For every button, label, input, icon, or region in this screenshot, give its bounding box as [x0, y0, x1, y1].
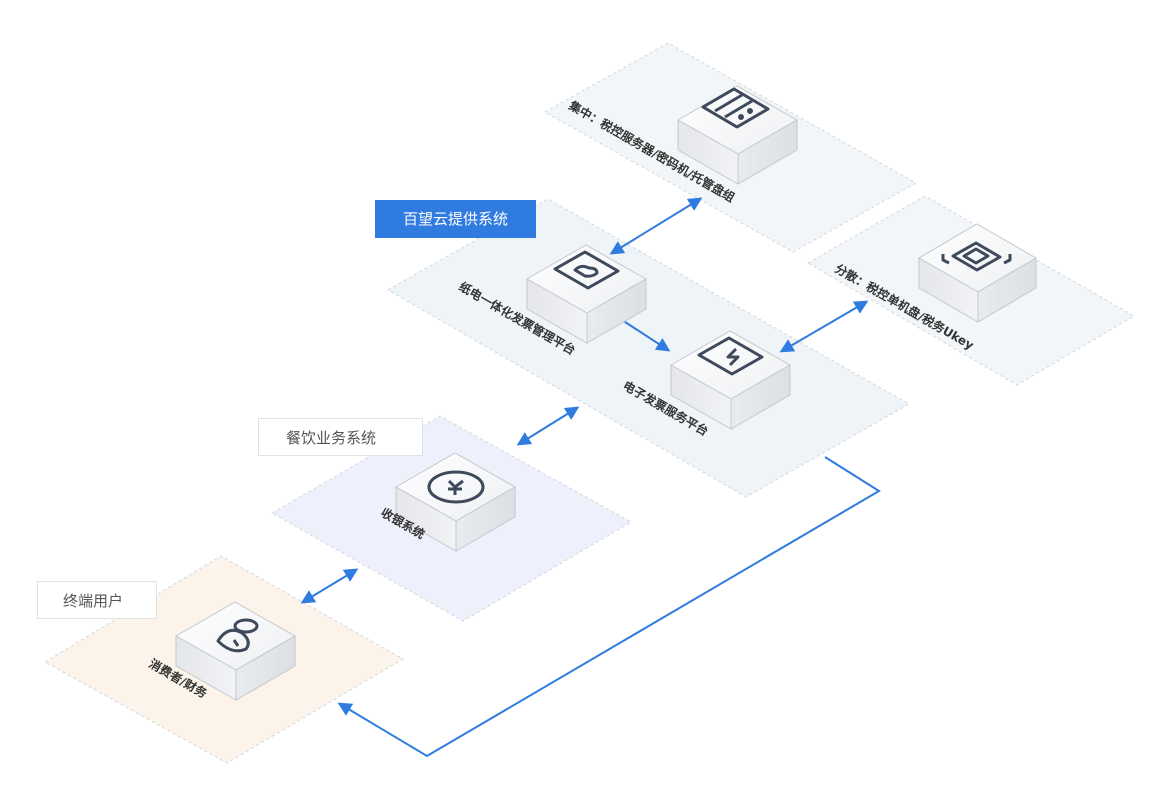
node-server	[676, 85, 799, 185]
node-cashier	[394, 452, 517, 552]
user-badge-icon	[216, 618, 259, 653]
arrow-paper-to-einvoice	[621, 319, 671, 352]
arrow-einvoice-distributed	[779, 300, 869, 353]
return-connector	[337, 456, 881, 758]
node-consumer	[174, 601, 297, 701]
ticket-lightning-icon	[697, 336, 764, 376]
arrow-cashier-platform	[516, 406, 580, 446]
arrow-consumer-cashier	[300, 568, 359, 604]
node-einvoice-platform	[669, 330, 792, 430]
tag-terminal-user: 终端用户	[37, 581, 157, 619]
ticket-cloud-icon	[553, 250, 620, 290]
node-paper-platform	[525, 244, 648, 344]
ukey-device-icon	[941, 241, 1012, 272]
tag-primary-system: 百望云提供系统	[375, 200, 536, 238]
server-rack-icon	[701, 87, 770, 129]
node-ukey	[918, 223, 1037, 323]
tag-catering-system: 餐饮业务系统	[258, 418, 423, 456]
yuan-refresh-icon	[427, 470, 485, 504]
arrow-platform-centralized	[609, 197, 703, 255]
